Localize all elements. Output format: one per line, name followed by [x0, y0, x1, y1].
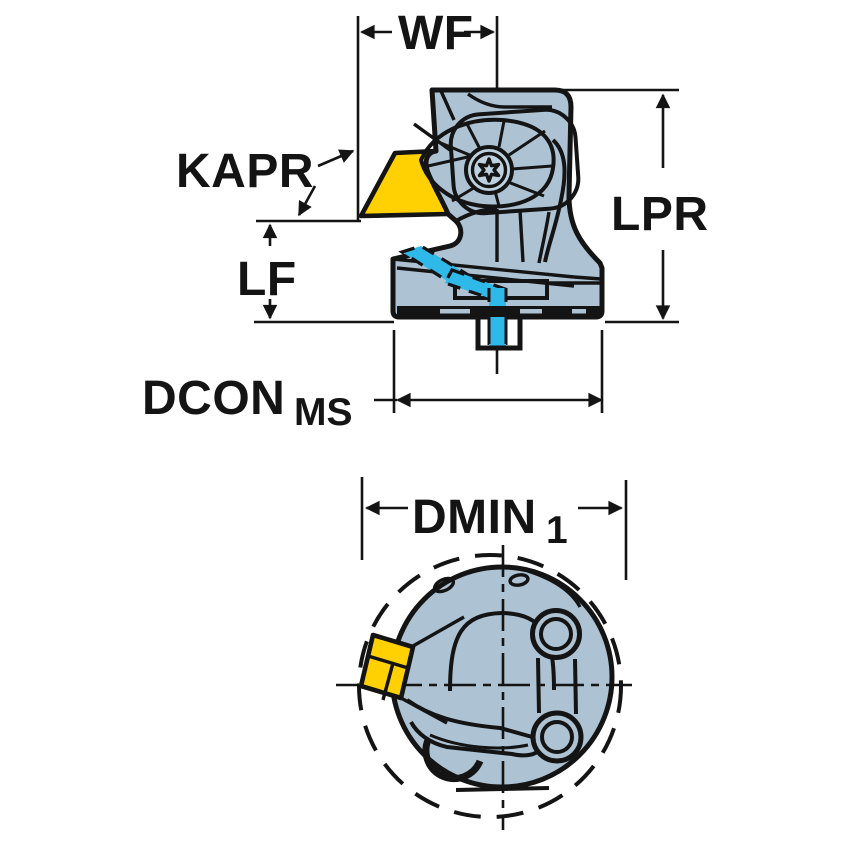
front-view: DMIN 1 [336, 477, 632, 830]
dimension-dcon: DCON MS [142, 330, 604, 434]
insert-front [358, 632, 416, 701]
label-dcon: DCON [142, 372, 285, 425]
dimension-dmin: DMIN 1 [360, 477, 628, 580]
label-lf: LF [237, 253, 297, 306]
flange-details [392, 257, 602, 300]
clamp-cartridge [448, 107, 581, 216]
label-kapr: KAPR [176, 145, 314, 198]
side-view: WF KAPR LF LPR DCON MS [142, 7, 709, 434]
dimension-wf: WF [356, 7, 499, 221]
label-wf: WF [398, 7, 474, 60]
dimple-right [508, 573, 530, 587]
label-lpr: LPR [611, 188, 709, 241]
torx-screw [464, 145, 514, 195]
dimension-lpr: LPR [560, 88, 709, 324]
dimple-left [432, 576, 456, 594]
flange-bottom-band [397, 306, 600, 317]
dimension-lf: LF [237, 223, 394, 324]
insert-clamp-assembly [413, 90, 581, 264]
label-dmin-subscript: 1 [546, 509, 568, 552]
torx-star [477, 157, 501, 183]
dimension-kapr: KAPR [176, 145, 361, 223]
coolant-stub [475, 317, 523, 374]
mounting-holes [530, 608, 584, 764]
label-dmin: DMIN [412, 491, 537, 544]
label-dcon-subscript: MS [294, 391, 353, 434]
